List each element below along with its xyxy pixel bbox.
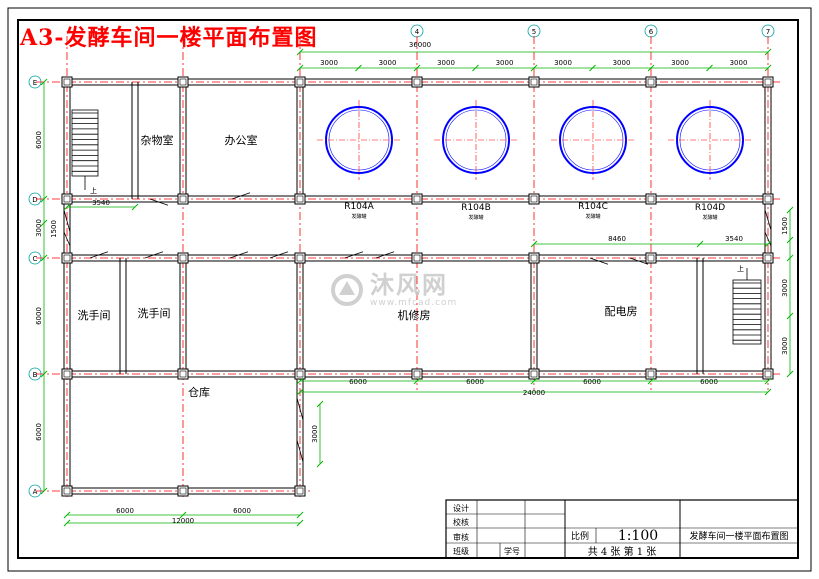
svg-text:C: C xyxy=(33,255,38,263)
axis-bubbles: 4 5 6 7E D C B A xyxy=(28,24,775,498)
stair-up-mark-left: 上 xyxy=(90,186,97,195)
dim-top-span-0: 3000 xyxy=(320,59,338,67)
dim-top-total: 36000 xyxy=(409,41,431,49)
dimension-lines xyxy=(40,48,794,527)
tb-sheet-count: 共 4 张 第 1 张 xyxy=(588,545,657,558)
tb-drawing-name: 发酵车间一楼平面布置图 xyxy=(689,530,788,542)
dim-mid-total: 24000 xyxy=(523,389,545,397)
tank-code-b: R104B xyxy=(461,203,491,213)
dim-top-span-6: 3000 xyxy=(671,59,689,67)
tb-design-label: 设计 xyxy=(453,503,469,513)
dim-left-0: 6000 xyxy=(35,131,43,149)
dim-left-4: 6000 xyxy=(35,423,43,441)
dim-top-span-2: 3000 xyxy=(437,59,455,67)
watermark-cn-text: 沐风网 xyxy=(370,271,448,299)
dim-bottom-1: 6000 xyxy=(233,507,251,515)
dim-bottom-0: 6000 xyxy=(116,507,134,515)
tank-R104C xyxy=(551,100,635,180)
tank-sub-a: 发酵罐 xyxy=(351,213,366,220)
staircases xyxy=(71,109,762,345)
fermentation-tanks xyxy=(317,100,752,180)
axis-bubble-col-5: 5 xyxy=(527,24,541,38)
tank-R104D xyxy=(668,100,752,180)
dim-top-span-4: 3000 xyxy=(554,59,572,67)
dim-top-span-7: 3000 xyxy=(730,59,748,67)
structural-columns xyxy=(61,76,774,497)
svg-text:4: 4 xyxy=(415,28,420,36)
room-machine-repair: 机修房 xyxy=(398,308,431,322)
tank-code-c: R104C xyxy=(578,202,608,212)
dim-mid-span-0: 6000 xyxy=(349,378,367,386)
tank-sub-b: 发酵罐 xyxy=(468,214,483,221)
dim-left-1: 3000 xyxy=(35,219,43,237)
watermark-logo-icon xyxy=(331,274,363,306)
axis-bubble-col-4: 4 xyxy=(410,24,424,38)
dim-left-detail: 3540 xyxy=(92,199,110,207)
room-warehouse: 仓库 xyxy=(188,385,210,399)
dim-bottom-total: 12000 xyxy=(172,517,194,525)
room-power-distribution: 配电房 xyxy=(605,305,638,318)
room-washroom-1: 洗手间 xyxy=(78,308,111,322)
svg-text:5: 5 xyxy=(532,28,536,36)
dim-left-3: 6000 xyxy=(35,307,43,325)
dim-right-2: 3000 xyxy=(781,337,789,355)
svg-text:B: B xyxy=(33,371,38,379)
dim-left-2: 1500 xyxy=(50,220,58,238)
dim-corridor-1: 3540 xyxy=(725,235,743,243)
tb-scale-value: 1:100 xyxy=(618,528,658,544)
watermark-url-text: www.mfcad.com xyxy=(370,298,458,308)
room-storage: 杂物室 xyxy=(141,133,174,147)
tb-review-label: 审核 xyxy=(453,532,469,542)
room-washroom-2: 洗手间 xyxy=(138,306,171,320)
tb-check-label: 校核 xyxy=(453,517,469,527)
svg-text:7: 7 xyxy=(766,28,770,36)
tank-sub-d: 发酵罐 xyxy=(702,214,717,221)
dim-wing-height: 3000 xyxy=(311,425,319,443)
watermark: 沐风网 www.mfcad.com xyxy=(330,272,457,308)
svg-text:6: 6 xyxy=(649,28,654,36)
drawing-title: A3-发酵车间一楼平面布置图 xyxy=(20,25,318,51)
dim-right-1: 3000 xyxy=(781,279,789,297)
tank-code-a: R104A xyxy=(344,202,374,212)
dim-top-span-1: 3000 xyxy=(379,59,397,67)
dim-top-span-5: 3000 xyxy=(613,59,631,67)
tank-R104B xyxy=(434,100,518,180)
dim-mid-span-1: 6000 xyxy=(466,378,484,386)
room-office: 办公室 xyxy=(225,133,258,147)
axis-bubble-col-6: 6 xyxy=(644,24,658,38)
title-block xyxy=(445,499,799,559)
svg-text:D: D xyxy=(32,196,37,204)
axis-bubble-col-7: 7 xyxy=(761,24,775,38)
dim-right-0: 1500 xyxy=(781,217,789,235)
tank-code-d: R104D xyxy=(695,203,725,213)
dim-corridor-0: 8460 xyxy=(608,235,626,243)
tb-class-label: 班级 xyxy=(453,546,469,556)
tb-scale-label: 比例 xyxy=(571,530,589,542)
dim-mid-span-2: 6000 xyxy=(583,378,601,386)
dim-mid-span-3: 6000 xyxy=(700,378,718,386)
svg-text:E: E xyxy=(33,79,37,87)
tank-sub-c: 发酵罐 xyxy=(585,213,600,220)
dimension-labels: 36000 3000 3000 3000 3000 3000 3000 3000 3000 600… xyxy=(35,41,789,525)
tank-R104A xyxy=(317,100,401,180)
tb-id-label: 学号 xyxy=(504,546,520,556)
stair-up-mark-right: 上 xyxy=(737,264,744,273)
dim-top-span-3: 3000 xyxy=(496,59,514,67)
svg-text:A: A xyxy=(33,488,38,496)
